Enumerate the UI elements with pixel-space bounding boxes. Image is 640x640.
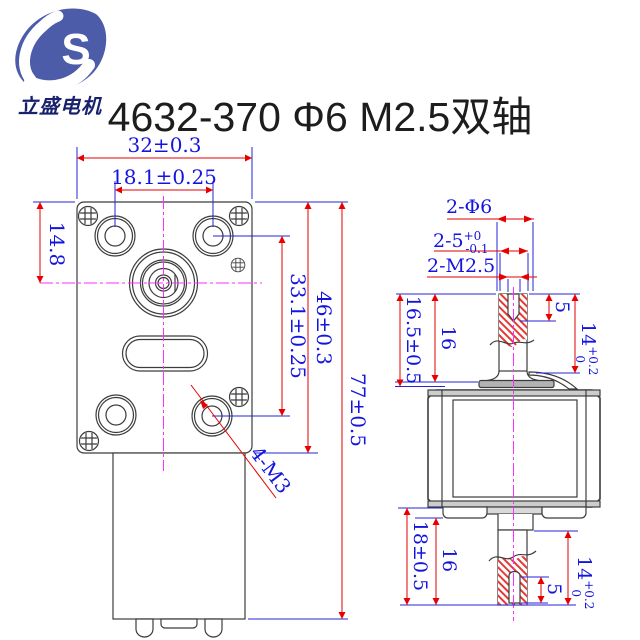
brand-name: 立盛电机 <box>18 95 103 118</box>
top-boss-plate <box>478 379 555 389</box>
dim-bottom-thread-depth: 5 <box>543 583 565 595</box>
side-dimension-lines <box>396 218 579 605</box>
label-mounting-thread: 4-M3 <box>245 442 296 499</box>
top-shaft-flare-left <box>484 370 500 382</box>
logo-letter: S <box>61 25 90 74</box>
dim-hole-spacing-y: 33.1±0.25 <box>286 273 310 379</box>
bottom-tab-left <box>442 506 488 519</box>
dim-top-flat-length: 14+0.20 <box>573 322 600 375</box>
front-view <box>76 201 253 638</box>
logo: S 立盛电机 <box>15 8 107 118</box>
dim-overall-height: 77±0.5 <box>346 373 370 447</box>
top-swoosh-arm <box>528 371 579 390</box>
drum-inner-face <box>452 399 578 498</box>
motor-pin-left <box>135 618 154 638</box>
screw-bottom-right <box>230 388 249 407</box>
dim-hole-spacing-x: 18.1±0.25 <box>111 165 217 189</box>
dim-bottom-shaft-length: 16 <box>438 548 460 572</box>
screw-top-right <box>230 207 249 226</box>
dim-top-shaft-length: 16 <box>437 326 459 350</box>
side-leader-arrows <box>497 215 533 281</box>
screw-mid-right <box>231 258 245 272</box>
side-dimension-texts: 2-Φ6 2-5+0-0.1 2-M2.5 16.5±0.5 16 5 14+0… <box>402 196 600 609</box>
dim-bottom-shaft-length-outer: 18±0.5 <box>409 521 431 591</box>
page-title: 4632-370 Φ6 M2.5双轴 <box>108 94 533 140</box>
dim-top-hole-offset: 14.8 <box>45 222 69 267</box>
front-centerlines <box>40 196 262 471</box>
label-shaft-diameter: 2-Φ6 <box>446 196 492 218</box>
logo-swoosh-tail <box>19 10 64 86</box>
motor-pin-right <box>204 618 223 638</box>
top-thread-hole <box>507 293 520 322</box>
oval-slot <box>121 335 209 372</box>
side-extension-lines <box>395 222 580 606</box>
dim-gearbox-height: 46±0.3 <box>312 291 336 365</box>
dim-top-shaft-length-outer: 16.5±0.5 <box>402 296 424 384</box>
dim-bottom-flat-length: 14+0.20 <box>569 556 596 609</box>
dim-top-thread-depth: 5 <box>551 301 573 313</box>
motor-body <box>112 452 246 620</box>
mount-hole-bottom-left <box>95 394 137 436</box>
screw-top-left <box>79 207 98 226</box>
dim-overall-width: 32±0.3 <box>127 133 201 157</box>
connector-tab <box>160 618 198 629</box>
front-dimension-lines <box>36 154 346 619</box>
label-shaft-thread: 2-M2.5 <box>427 255 495 277</box>
logo-swoosh <box>24 59 95 93</box>
bottom-shaft-collar <box>497 514 534 531</box>
bottom-boss-plate <box>485 506 543 515</box>
bottom-thread-hole <box>508 570 521 604</box>
label-shaft-flat: 2-5+0-0.1 <box>433 229 488 256</box>
screw-bottom-left <box>80 432 99 451</box>
bottom-tab-right <box>541 506 587 519</box>
